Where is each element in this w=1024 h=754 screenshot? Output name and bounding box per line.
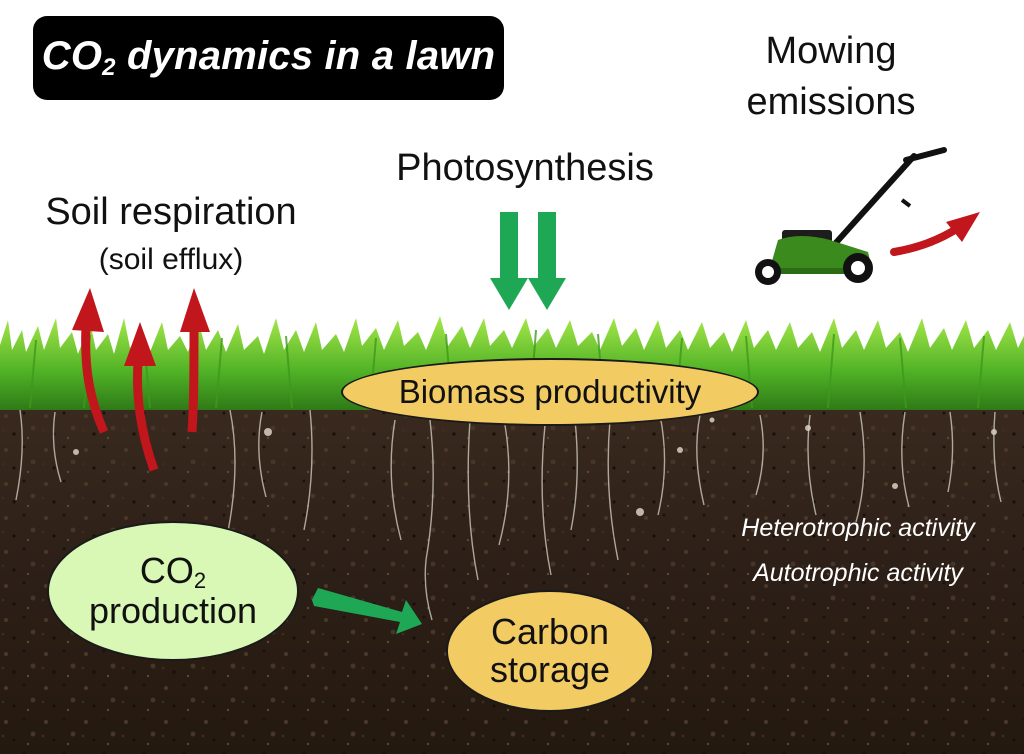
soil-efflux-label: (soil efflux) (98, 243, 244, 276)
respiration-arrow-1 (81, 325, 109, 434)
mowing-label-line1: Mowing (765, 30, 897, 72)
title-subscript: 2 (102, 54, 116, 81)
soil-respiration-label: Soil respiration (45, 191, 297, 233)
carbon-storage-node: Carbon storage (446, 590, 654, 712)
co2-subscript: 2 (193, 568, 207, 594)
respiration-arrowhead-2 (124, 322, 156, 366)
grass-roots (15, 409, 1002, 621)
biomass-productivity-node: Biomass productivity (341, 358, 759, 426)
title-box: CO2 dynamics in a lawn (33, 16, 504, 100)
mowing-emission-arrow (890, 224, 962, 256)
photosynthesis-arrow-1 (490, 212, 528, 310)
co2-production-node: CO2 production (47, 521, 299, 661)
photosynthesis-arrow-2 (528, 212, 566, 310)
photosynthesis-label: Photosynthesis (396, 147, 654, 189)
title-rest: dynamics in a lawn (115, 34, 496, 78)
carbon-storage-line2: storage (489, 649, 611, 690)
heterotrophic-activity-label: Heterotrophic activity (741, 514, 975, 542)
co2-production-line1: CO2 (140, 552, 206, 592)
soil-respiration-arrows (72, 288, 210, 472)
respiration-arrow-3 (187, 327, 199, 433)
co2-prefix: CO (139, 550, 194, 592)
respiration-arrow-2 (133, 361, 159, 472)
mowing-label-line2: emissions (746, 81, 916, 123)
page-title: CO2 dynamics in a lawn (42, 34, 495, 82)
photosynthesis-arrows (490, 212, 566, 310)
carbon-storage-line1: Carbon (490, 611, 610, 653)
respiration-arrowhead-3 (180, 288, 210, 332)
title-prefix: CO (41, 34, 103, 78)
co2-production-line2: production (88, 590, 258, 632)
biomass-productivity-label: Biomass productivity (398, 372, 702, 410)
lawn-mower-icon (755, 147, 947, 285)
mowing-emission-arrowhead (946, 212, 980, 242)
flow-arrow-co2-to-carbon (312, 588, 422, 634)
respiration-arrowhead-1 (72, 288, 104, 332)
autotrophic-activity-label: Autotrophic activity (753, 559, 963, 587)
soil-pebbles (73, 417, 997, 516)
